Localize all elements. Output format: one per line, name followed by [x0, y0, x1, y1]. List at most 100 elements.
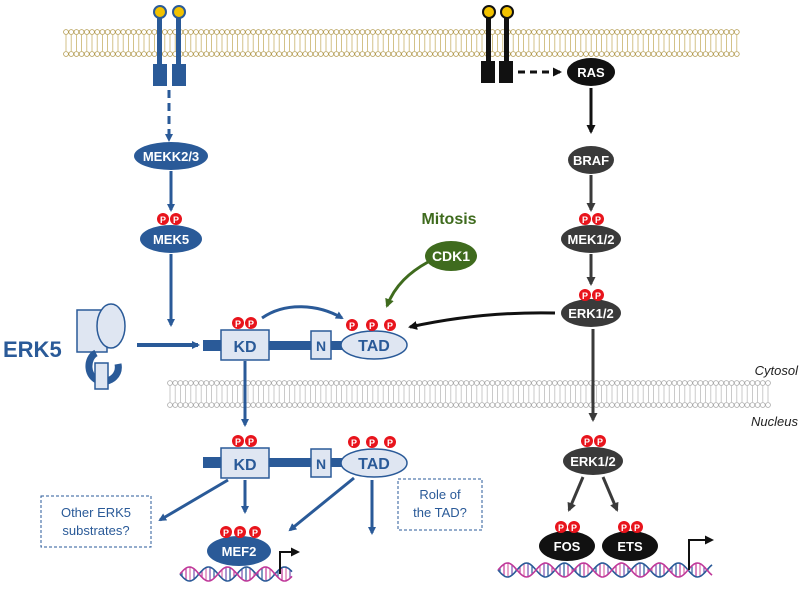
- phospho-icon: [232, 317, 244, 329]
- phospho-label: P: [595, 291, 601, 301]
- phospho-label: P: [252, 528, 258, 538]
- kd-to-tad-autophos-arrow: [261, 305, 344, 320]
- mek12-label: MEK1/2: [568, 232, 615, 247]
- phospho-icon: [384, 319, 396, 331]
- phospho-icon: [234, 526, 246, 538]
- cdk1-node: CDK1: [425, 241, 477, 271]
- erk5-title: ERK5: [3, 337, 62, 362]
- phospho-icon: [157, 213, 169, 225]
- phospho-icon: [170, 213, 182, 225]
- erk5-top-protein: KD N TAD: [203, 329, 408, 361]
- erk12-to-tad-arrow: [408, 311, 556, 330]
- kd-top-label: KD: [233, 339, 256, 356]
- phospho-label: P: [235, 437, 241, 447]
- phospho-label: P: [351, 438, 357, 448]
- role-tad-line2: the TAD?: [413, 505, 467, 520]
- phospho-icon: [631, 521, 643, 533]
- nuclear-membrane: [167, 380, 771, 408]
- dna-right-icon: [497, 562, 713, 578]
- phospho-icon: [555, 521, 567, 533]
- phospho-label: P: [621, 523, 627, 533]
- phospho-label: P: [235, 319, 241, 329]
- phospho-icon: [579, 213, 591, 225]
- phospho-icon: [594, 435, 606, 447]
- erk12-top-label: ERK1/2: [568, 306, 614, 321]
- phospho-label: P: [387, 321, 393, 331]
- phospho-icon: [384, 436, 396, 448]
- phospho-label: P: [571, 523, 577, 533]
- role-of-tad-note: Role of the TAD?: [397, 478, 483, 531]
- mef2-phospho-group: P P P: [220, 526, 261, 538]
- erk12-bottom-phospho-group: P P: [581, 435, 606, 447]
- phospho-label: P: [597, 437, 603, 447]
- erk5-bottom-tad-phospho: P P P: [348, 436, 396, 448]
- phospho-label: P: [595, 215, 601, 225]
- phospho-icon: [366, 436, 378, 448]
- phospho-icon: [568, 521, 580, 533]
- erk5-closed-conformation-icon: [76, 303, 126, 390]
- nucleus-label: Nucleus: [751, 414, 798, 429]
- phospho-icon: [579, 289, 591, 301]
- phospho-label: P: [369, 321, 375, 331]
- phospho-label: P: [248, 437, 254, 447]
- cdk1-label: CDK1: [432, 248, 470, 264]
- cdk1-to-tad-arrow: [385, 260, 429, 308]
- mek5-node: MEK5: [140, 225, 202, 253]
- role-tad-line1: Role of: [419, 487, 461, 502]
- erk12-top-node: ERK1/2: [561, 299, 621, 327]
- kd-to-other-substrates-arrow: [158, 478, 229, 522]
- phospho-label: P: [369, 438, 375, 448]
- erk12-bottom-node: ERK1/2: [563, 447, 623, 475]
- erk12-bottom-label: ERK1/2: [570, 454, 616, 469]
- fos-ets-transcription-start-icon: [688, 535, 714, 570]
- mek12-node: MEK1/2: [561, 225, 621, 253]
- phospho-label: P: [349, 321, 355, 331]
- mekk23-label: MEKK2/3: [143, 149, 199, 164]
- braf-node: BRAF: [568, 146, 614, 174]
- mapk-receptor-icon: [481, 5, 514, 83]
- plasma-membrane: [63, 29, 740, 57]
- cytosol-label: Cytosol: [755, 363, 799, 378]
- tad-bottom-label: TAD: [358, 456, 390, 473]
- erk5-top-kd-phospho: P P: [232, 317, 257, 329]
- phospho-label: P: [558, 523, 564, 533]
- phospho-icon: [592, 213, 604, 225]
- fos-label: FOS: [554, 539, 581, 554]
- phospho-label: P: [173, 215, 179, 225]
- fos-phospho-group: P P: [555, 521, 580, 533]
- mekk23-node: MEKK2/3: [134, 142, 208, 170]
- mek5-phospho-group: P P: [157, 213, 182, 225]
- ets-node: ETS: [602, 531, 658, 561]
- mef2-transcription-start-icon: [279, 547, 300, 574]
- erk12-to-ets-arrow: [601, 476, 619, 512]
- phospho-icon: [249, 526, 261, 538]
- phospho-icon: [592, 289, 604, 301]
- erk5-top-tad-phospho: P P P: [346, 319, 396, 331]
- phospho-label: P: [584, 437, 590, 447]
- other-substrates-line2: substrates?: [62, 523, 129, 538]
- n-bottom-label: N: [316, 456, 326, 472]
- phospho-label: P: [634, 523, 640, 533]
- phospho-icon: [348, 436, 360, 448]
- mef2-label: MEF2: [222, 544, 257, 559]
- phospho-icon: [232, 435, 244, 447]
- mek12-phospho-group: P P: [579, 213, 604, 225]
- phospho-icon: [346, 319, 358, 331]
- tad-to-mef2-arrow: [288, 476, 355, 532]
- ets-phospho-group: P P: [618, 521, 643, 533]
- phospho-label: P: [582, 215, 588, 225]
- mef2-node: MEF2: [207, 536, 271, 566]
- phospho-label: P: [248, 319, 254, 329]
- kd-bottom-label: KD: [233, 457, 256, 474]
- erk5-bottom-kd-phospho: P P: [232, 435, 257, 447]
- phospho-icon: [581, 435, 593, 447]
- phospho-icon: [245, 435, 257, 447]
- phospho-label: P: [223, 528, 229, 538]
- phospho-label: P: [387, 438, 393, 448]
- erk12-to-fos-arrow: [567, 476, 585, 512]
- phospho-icon: [245, 317, 257, 329]
- erk5-receptor-icon: [153, 5, 186, 86]
- phospho-label: P: [582, 291, 588, 301]
